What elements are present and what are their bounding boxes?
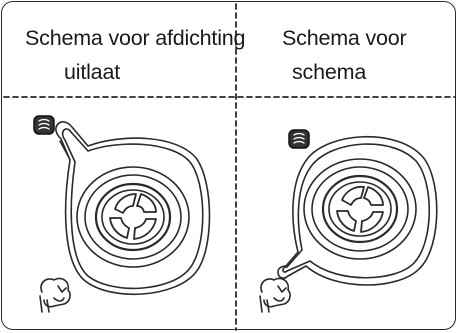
diagram-frame [1, 1, 456, 330]
steam-knob-icon [288, 129, 310, 149]
pressure-indicator-icon [39, 277, 71, 313]
left-lid [55, 121, 211, 296]
right-panel-subtitle: schema [292, 60, 367, 84]
right-valve-icon [336, 185, 384, 233]
right-lid [277, 135, 438, 286]
left-panel-title: Schema voor afdichting [25, 26, 246, 50]
right-panel-title: Schema voor [282, 26, 407, 50]
right-seal-ring-outer [303, 158, 417, 260]
left-valve-icon [109, 193, 157, 240]
left-seal-ring-outer [76, 166, 190, 268]
left-panel-subtitle: uitlaat [64, 60, 120, 84]
pressure-indicator-icon [259, 277, 291, 313]
steam-knob-icon [33, 115, 55, 135]
